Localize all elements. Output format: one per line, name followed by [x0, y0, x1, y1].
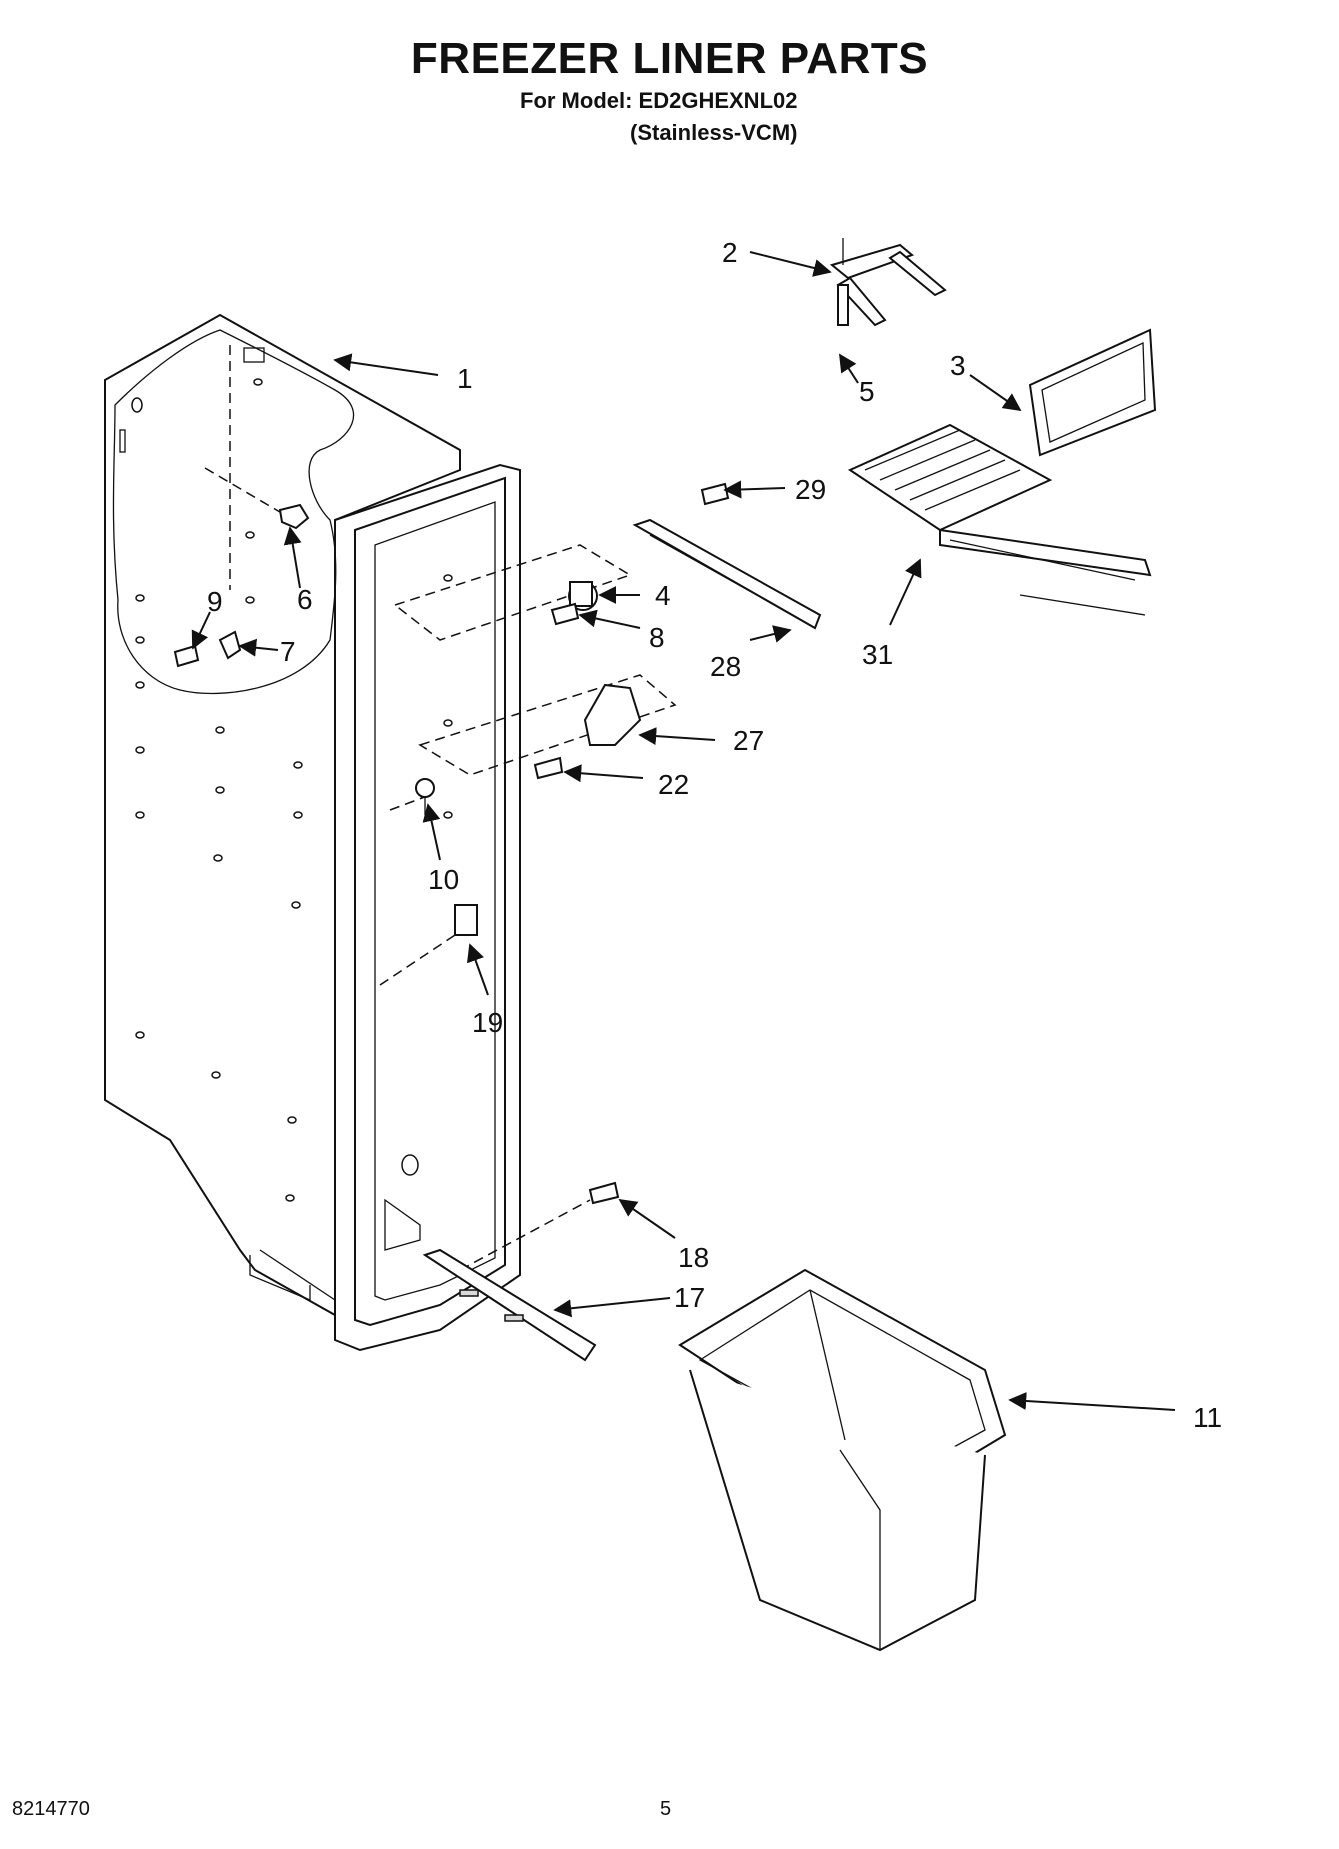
- callout-10: 10: [428, 864, 459, 895]
- callout-1: 1: [457, 363, 473, 394]
- callout-7: 7: [280, 636, 296, 667]
- part-17-trim: [422, 1248, 597, 1362]
- callout-22: 22: [658, 769, 689, 800]
- callout-6: 6: [297, 584, 313, 615]
- leader-arrows: [191, 251, 1176, 1411]
- part-9-screw: [173, 644, 200, 668]
- part-4-hinge-bushing: [568, 581, 598, 611]
- callout-4: 4: [655, 580, 671, 611]
- part-22-screw: [533, 756, 564, 780]
- callout-9: 9: [207, 586, 223, 617]
- document-number: 8214770: [12, 1798, 90, 1820]
- page-title: FREEZER LINER PARTS: [410, 34, 929, 83]
- part-29-screw: [700, 482, 730, 506]
- part-8-screw: [550, 602, 580, 626]
- part-27-hinge-block: [583, 683, 642, 746]
- part-28-rail: [632, 518, 822, 630]
- variant-line: (Stainless-VCM): [630, 120, 798, 145]
- callout-19: 19: [472, 1007, 503, 1038]
- mounting-hole-row: [119, 347, 453, 1202]
- freezer-liner-cabinet: [104, 313, 677, 1352]
- callout-18: 18: [678, 1242, 709, 1273]
- part-3-panel: [1028, 328, 1157, 457]
- part-19-switch: [454, 904, 478, 936]
- callout-17: 17: [674, 1282, 705, 1313]
- callout-28: 28: [710, 651, 741, 682]
- callout-5: 5: [859, 376, 875, 407]
- callout-labels: 1 2 3 5 29 4 8 28 31 27 22 10 19 6 7 9 1…: [207, 237, 1222, 1433]
- part-7-bracket: [218, 630, 242, 660]
- part-6-clip: [278, 503, 310, 530]
- callout-2: 2: [722, 237, 738, 268]
- callout-11: 11: [1193, 1402, 1222, 1433]
- part-2-bracket: [829, 238, 947, 327]
- callout-3: 3: [950, 350, 966, 381]
- callout-29: 29: [795, 474, 826, 505]
- part-11-storage-bin: [678, 1268, 1007, 1652]
- part-31-wire-shelf: [847, 423, 1152, 616]
- callout-8: 8: [649, 622, 665, 653]
- callout-31: 31: [862, 639, 893, 670]
- part-5-screw: [837, 284, 849, 326]
- page-number: 5: [660, 1798, 672, 1820]
- part-18-screw: [588, 1181, 620, 1205]
- callout-27: 27: [733, 725, 764, 756]
- part-10-screw: [415, 778, 435, 815]
- model-line: For Model: ED2GHEXNL02: [520, 88, 798, 113]
